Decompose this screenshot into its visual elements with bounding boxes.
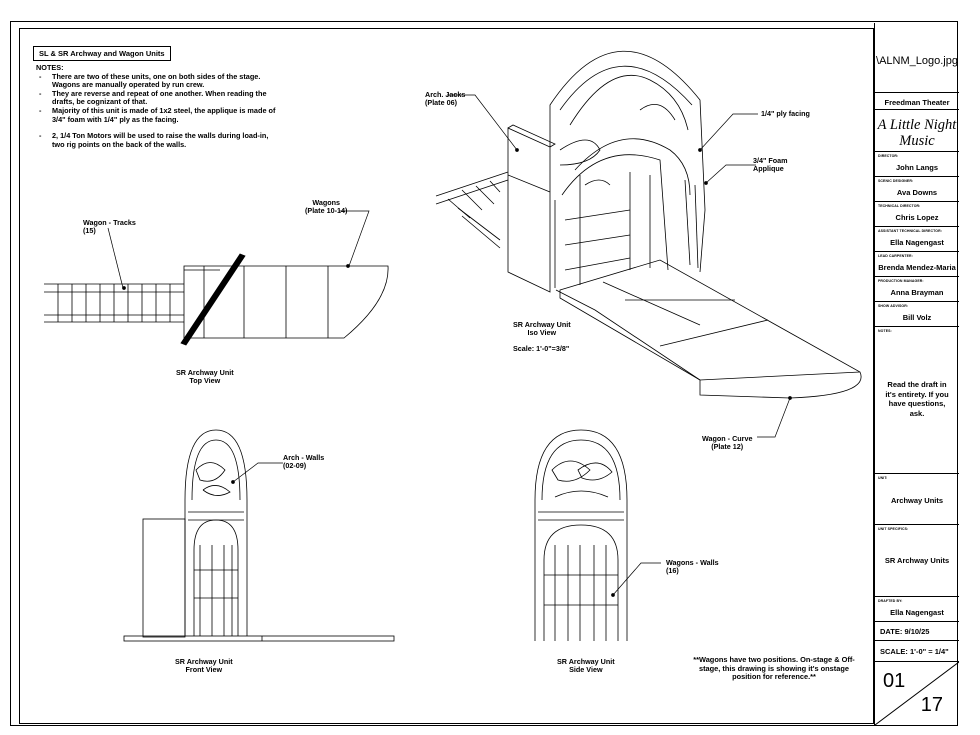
logo-image: \ALNM_Logo.jpg: [876, 55, 958, 67]
show-advisor-cell: Show Advisor:Bill Volz: [875, 302, 959, 327]
front-view-drawing: [123, 429, 395, 642]
production-manager-name: Anna Brayman: [890, 288, 944, 297]
drawing-date: DATE: 9/10/25: [880, 627, 930, 636]
drawing-area-border: [19, 28, 874, 724]
drafted-by-cell: Drafted By:Ella Nagengast: [875, 597, 959, 622]
production-manager-cell: Production Manager:Anna Brayman: [875, 277, 959, 302]
note-item: 2, 1/4 Ton Motors will be used to raise …: [39, 131, 276, 149]
title-block: \ALNM_Logo.jpg Freedman Theater A Little…: [874, 23, 959, 725]
title-block-notes: Read the draft in it's entirety. If you …: [885, 380, 949, 418]
unit-specifics: SR Archway Units: [884, 556, 950, 565]
note-item: There are two of these units, one on bot…: [39, 72, 276, 90]
top-view-drawing: [44, 253, 389, 346]
sheet-number: 01: [883, 670, 906, 692]
notes-heading: NOTES:: [36, 63, 64, 72]
scenic-designer-cell: Scenic Designer:Ava Downs: [875, 177, 959, 202]
caption-iso-scale: Scale: 1'-0"=3/8": [513, 344, 570, 353]
scale-cell: SCALE: 1'-0" = 1/4": [875, 641, 959, 662]
sheet-number-divider: [875, 662, 959, 725]
unit-cell: Unit:Archway Units: [875, 474, 959, 525]
unit-specifics-cell: Unit Specifics:SR Archway Units: [875, 525, 959, 597]
label-arch-walls: Arch - Walls(02-09): [283, 453, 325, 471]
logo-cell: \ALNM_Logo.jpg: [875, 23, 959, 93]
assistant-td-cell: Assistant Technical Director:Ella Nageng…: [875, 227, 959, 252]
label-ply-facing: 1/4" ply facing: [761, 109, 810, 118]
label-wagon-curve: Wagon - Curve(Plate 12): [702, 434, 753, 452]
label-arch-jacks: Arch. Jacks(Plate 06): [425, 90, 466, 108]
show-advisor-name: Bill Volz: [902, 313, 932, 322]
side-view-drawing: [534, 429, 628, 641]
notes-cell: Notes: Read the draft in it's entirety. …: [875, 327, 959, 474]
sheet-total: 17: [920, 694, 943, 716]
scenic-designer-name: Ava Downs: [896, 188, 938, 197]
sheet-title: SL & SR Archway and Wagon Units: [33, 46, 171, 61]
show-title-cell: A Little Night Music: [875, 110, 959, 152]
theater-cell: Freedman Theater: [875, 93, 959, 110]
note-item: Majority of this unit is made of 1x2 ste…: [39, 106, 276, 124]
lead-carpenter-name: Brenda Mendez-Maria: [878, 263, 956, 272]
assistant-td-name: Ella Nagengast: [890, 238, 944, 247]
show-title: A Little Night Music: [877, 117, 957, 149]
iso-view-drawing: [435, 50, 862, 399]
director-name: John Langs: [895, 163, 939, 172]
note-item: They are reverse and repeat of one anoth…: [39, 89, 276, 107]
notes-block: NOTES: There are two of these units, one…: [36, 63, 276, 149]
drawing-scale: SCALE: 1'-0" = 1/4": [880, 647, 949, 656]
lead-carpenter-cell: Lead Carpenter:Brenda Mendez-Maria: [875, 252, 959, 277]
sheet-number-cell: 01 17: [875, 662, 959, 725]
date-cell: DATE: 9/10/25: [875, 622, 959, 641]
theater-name: Freedman Theater: [884, 98, 950, 107]
label-wagons-walls: Wagons - Walls(16): [666, 558, 719, 576]
wagon-positions-footnote: **Wagons have two positions. On-stage & …: [693, 655, 855, 682]
label-wagon-tracks: Wagon - Tracks(15): [83, 218, 136, 236]
technical-director-cell: Technical Director:Chris Lopez: [875, 202, 959, 227]
drafted-by-name: Ella Nagengast: [890, 608, 944, 617]
label-wagons: Wagons(Plate 10-14): [305, 198, 348, 216]
technical-director-name: Chris Lopez: [895, 213, 939, 222]
unit-name: Archway Units: [890, 496, 944, 505]
leader-lines: [107, 94, 792, 597]
director-cell: Director:John Langs: [875, 152, 959, 177]
drawing-sheet-border: [10, 21, 958, 726]
